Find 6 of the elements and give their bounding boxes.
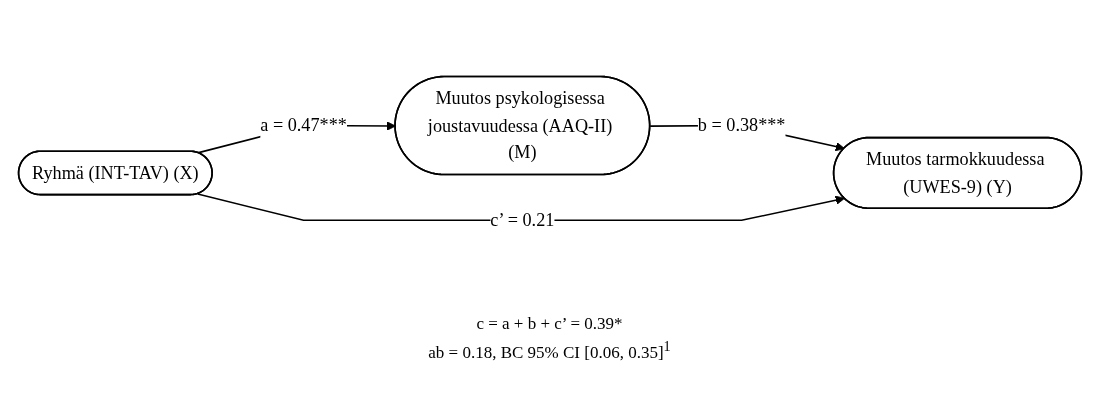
edge-label: a = 0.47*** <box>259 114 347 136</box>
arrow <box>196 193 845 221</box>
statistic-note: c = a + b + c’ = 0.39* <box>475 314 624 334</box>
edge-label: c’ = 0.21 <box>489 209 554 230</box>
statistic-note: ab = 0.18, BC 95% CI [0.06, 0.35]$^{1}$ <box>428 338 671 363</box>
edge-label: b = 0.38*** <box>697 114 785 136</box>
